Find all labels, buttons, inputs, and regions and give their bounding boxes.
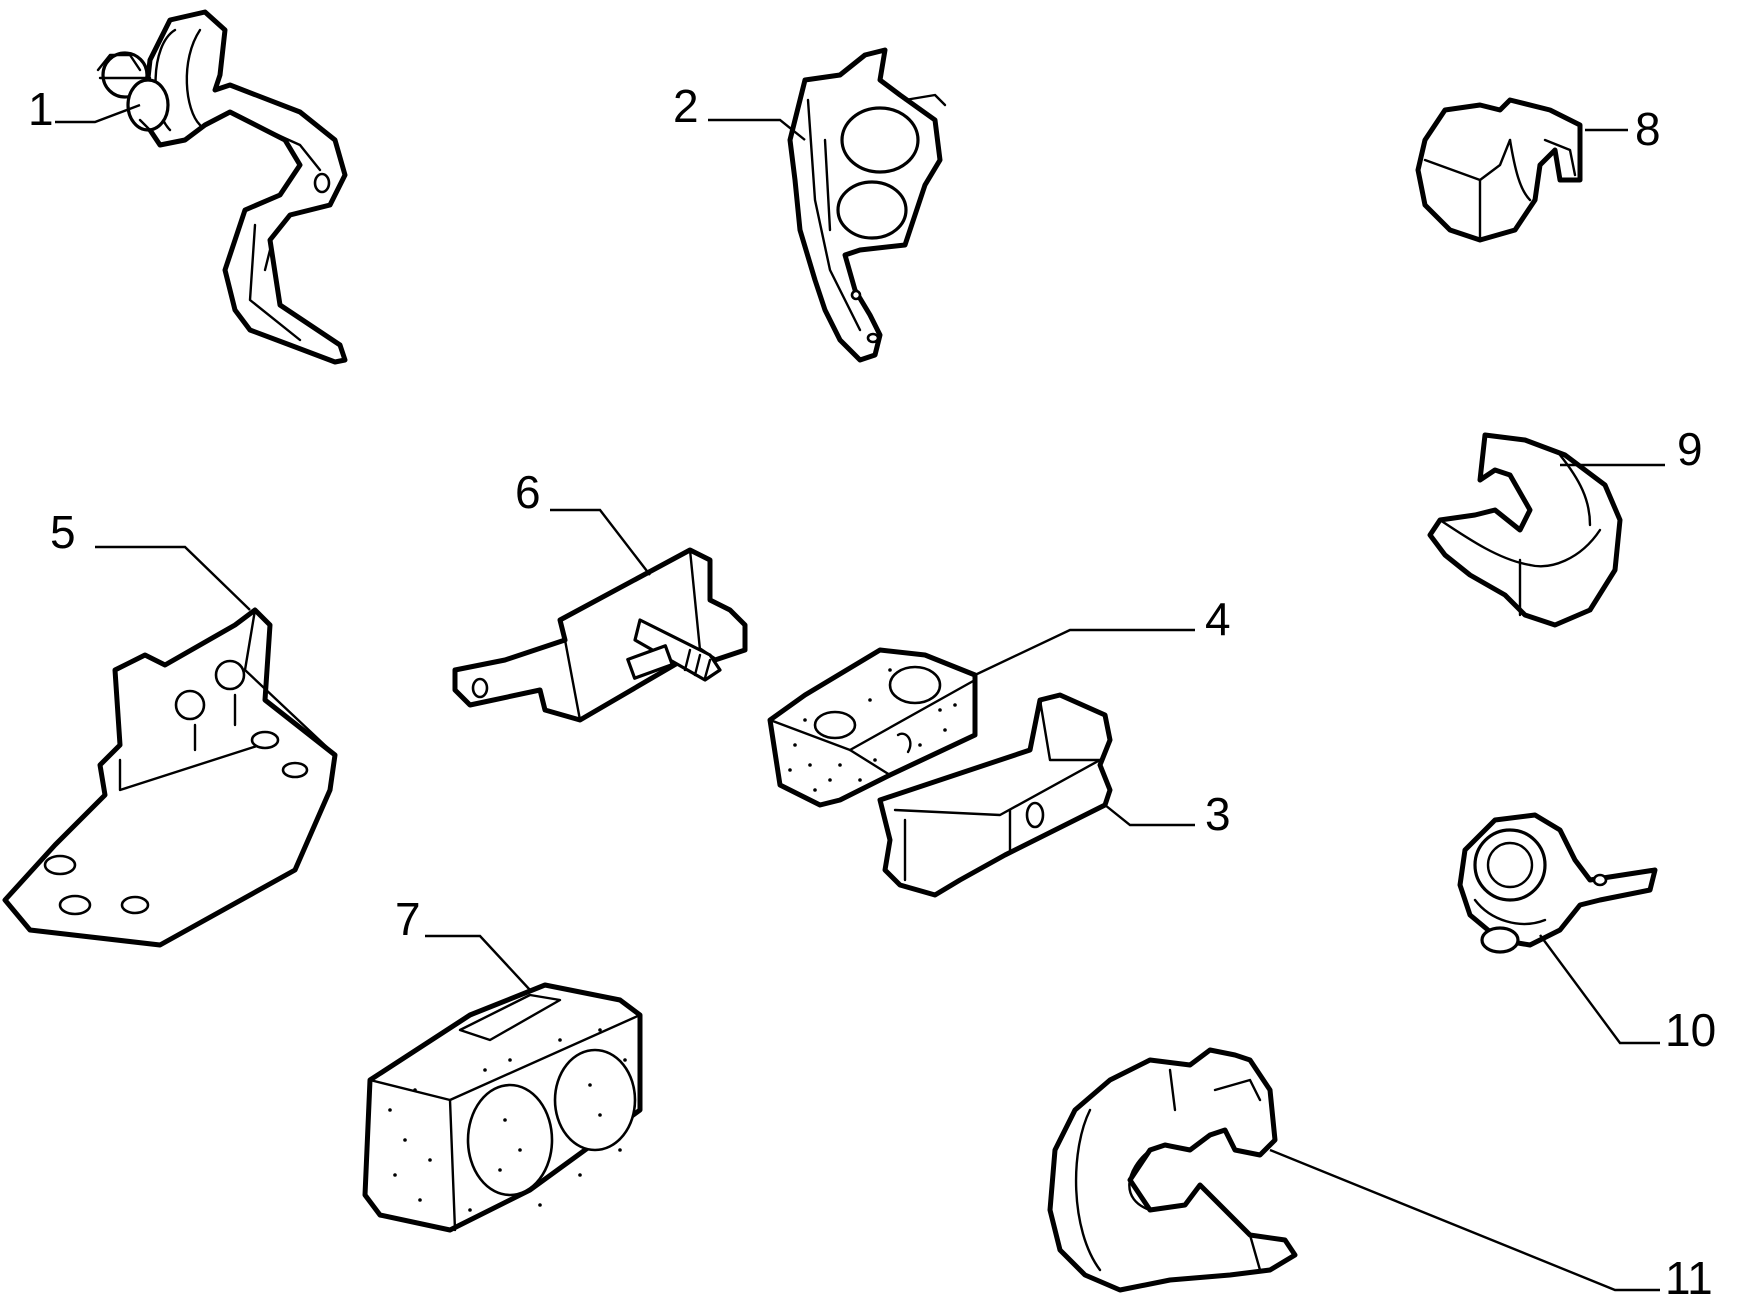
callout-5: 5 (50, 506, 76, 558)
callout-11: 11 (1665, 1252, 1713, 1303)
part-2-bracket-with-double-clip (787, 47, 947, 363)
part-11-double-clip (1047, 1047, 1298, 1293)
callout-2: 2 (673, 80, 699, 132)
callout-8: 8 (1635, 103, 1661, 155)
leader-3 (1104, 804, 1195, 827)
callout-10: 10 (1665, 1004, 1716, 1056)
leader-11 (1269, 1148, 1660, 1292)
leader-10 (1539, 934, 1660, 1045)
part-6-plate-bracket-with-pin (452, 547, 748, 723)
part-1-bracket-with-clip (96, 9, 348, 365)
foam-texture-4 (788, 668, 957, 792)
leader-lines (55, 103, 1665, 1292)
callout-1: 1 (28, 83, 54, 135)
leader-1 (55, 103, 141, 124)
part-10-clip-with-tab (1457, 812, 1658, 954)
part-8-clip (1415, 97, 1583, 243)
callout-9: 9 (1677, 423, 1703, 475)
part-9-open-clip (1427, 432, 1623, 628)
leader-2 (708, 118, 806, 141)
leader-6 (550, 508, 651, 576)
part-7-foam-block-double (362, 982, 643, 1233)
callout-3: 3 (1205, 788, 1231, 840)
callout-4: 4 (1205, 593, 1231, 645)
part-5-angled-bracket (2, 607, 338, 948)
leader-4 (974, 628, 1195, 677)
part-3-channel-bracket (877, 692, 1113, 898)
part-4-foam-block (767, 647, 978, 808)
callout-7: 7 (395, 893, 421, 945)
leader-7 (425, 934, 531, 991)
callout-labels: 1 2 3 4 5 6 7 8 9 10 11 (28, 80, 1716, 1303)
leader-5 (95, 545, 251, 611)
foam-texture-7 (388, 1028, 627, 1212)
callout-6: 6 (515, 466, 541, 518)
